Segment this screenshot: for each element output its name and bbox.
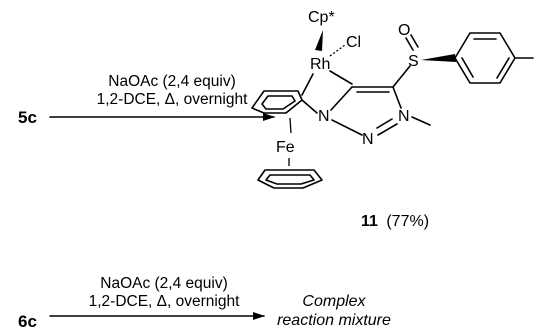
rh-triazole-bond <box>329 70 353 85</box>
s-aryl-wedge-bond <box>421 54 456 62</box>
oxygen-label: O <box>398 22 410 39</box>
product-number: 11 <box>361 213 378 230</box>
reactant-6c-label: 6c <box>18 312 37 331</box>
triazole-n3-n2-bond <box>377 123 398 136</box>
reaction-2: 6c NaOAc (2,4 equiv) 1,2-DCE, Δ, overnig… <box>18 275 391 331</box>
reaction-2-conditions-line2: 1,2-DCE, Δ, overnight <box>89 293 240 310</box>
triazole-n1-label: N <box>318 108 330 125</box>
rh-cl-hashed-bond <box>329 44 346 57</box>
triazole-n1-c5-bond <box>330 86 353 111</box>
cp-star-wedge-bond <box>315 30 323 51</box>
s-o-bond <box>405 37 414 51</box>
cp-n-bond <box>301 99 318 114</box>
svg-text:11 (77%): 11 (77%) <box>361 213 429 230</box>
fe-label: Fe <box>276 139 295 156</box>
tolyl-benzene-ring <box>454 32 516 84</box>
ferrocene-lower-cp-inner <box>265 174 315 185</box>
result-line1: Complex <box>302 293 366 310</box>
cp-star-label: Cp* <box>308 9 335 26</box>
product-yield: (77%) <box>386 213 429 230</box>
triazole-n3-n2-double-bond <box>376 118 393 129</box>
reactant-5c-label: 5c <box>18 108 37 127</box>
tolyl-double-bond-3 <box>461 57 474 78</box>
reaction-1: 5c NaOAc (2,4 equiv) 1,2-DCE, Δ, overnig… <box>18 9 534 230</box>
result-line2: reaction mixture <box>277 312 391 329</box>
ferrocene-upper-cp-inner <box>261 95 296 110</box>
cl-label: Cl <box>346 34 361 51</box>
triazole-n2-label: N <box>362 131 374 148</box>
tolyl-double-bond-2 <box>496 57 510 79</box>
rh-label: Rh <box>310 56 330 73</box>
triazole-n2-n1-bond <box>331 119 363 136</box>
n-methyl-bond <box>411 116 431 126</box>
triazole-c4-n3-bond <box>392 86 402 109</box>
s-o-double-bond <box>410 34 419 48</box>
c4-s-bond <box>392 65 411 88</box>
sulfur-label: S <box>408 53 419 70</box>
reaction-1-conditions-line2: 1,2-DCE, Δ, overnight <box>97 91 248 108</box>
reaction-1-conditions-line1: NaOAc (2,4 equiv) <box>108 73 236 90</box>
product-11-caption: 11 (77%) <box>361 213 429 230</box>
product-11-structure: Cp* Cl Rh Fe N N <box>251 9 534 189</box>
reaction-2-conditions-line1: NaOAc (2,4 equiv) <box>100 275 228 292</box>
rh-ferrocene-bond <box>301 73 314 96</box>
ferrocene-lower-cp-ring <box>257 169 323 189</box>
fe-upper-cp-bond <box>289 117 292 134</box>
triazole-n3-label: N <box>398 108 410 125</box>
